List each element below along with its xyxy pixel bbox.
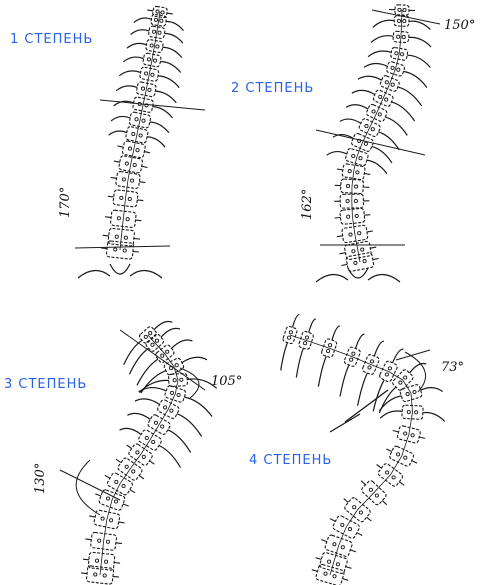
stage-4-label: 4 СТЕПЕНЬ xyxy=(249,453,332,468)
spine-stage-3 xyxy=(60,322,217,585)
spine-stage-1 xyxy=(75,6,205,278)
spine-stage-4 xyxy=(281,315,445,585)
spine-stage-2 xyxy=(316,5,440,282)
angle-label-162: 162° xyxy=(300,189,315,220)
angle-label-170: 170° xyxy=(58,187,73,218)
angle-label-105: 105° xyxy=(211,374,242,389)
angle-label-150: 150° xyxy=(444,18,475,33)
angle-label-73: 73° xyxy=(441,360,464,375)
stage-1-label: 1 СТЕПЕНЬ xyxy=(10,32,93,47)
angle-label-130: 130° xyxy=(33,463,48,494)
stage-2-label: 2 СТЕПЕНЬ xyxy=(231,81,314,96)
stage-3-label: 3 СТЕПЕНЬ xyxy=(4,377,87,392)
